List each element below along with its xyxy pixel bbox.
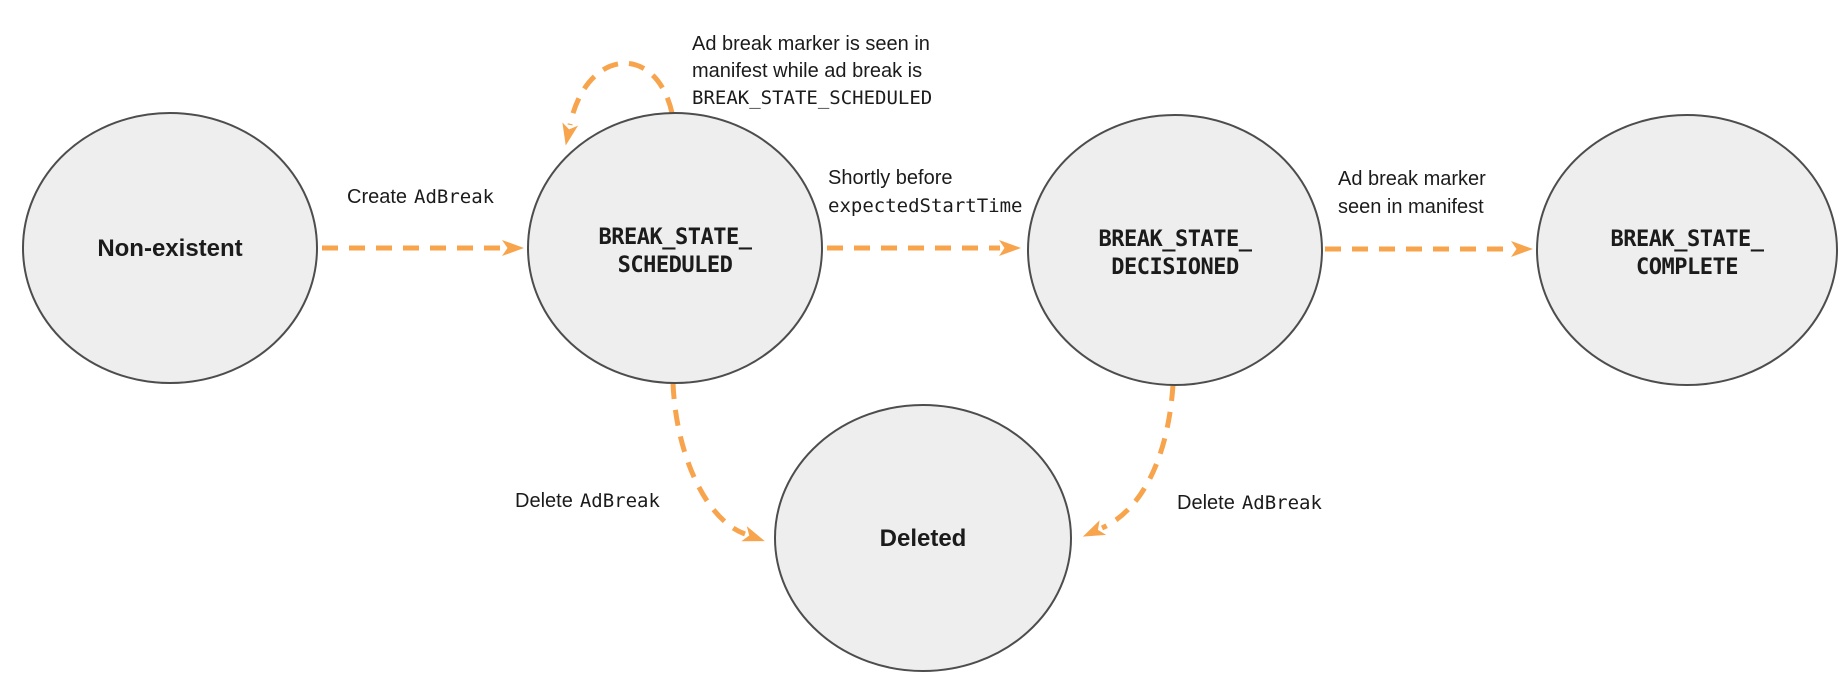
edge-label-self-loop: Ad break marker is seen in manifest whil… bbox=[692, 33, 932, 109]
node-break-state-scheduled-label-line1: BREAK_STATE_ bbox=[599, 225, 753, 250]
node-break-state-decisioned-label-line1: BREAK_STATE_ bbox=[1099, 227, 1253, 252]
node-break-state-decisioned-shape bbox=[1027, 114, 1323, 386]
edge-self-loop-scheduled bbox=[562, 60, 675, 146]
edge-label-to-complete-line2: seen in manifest bbox=[1338, 196, 1484, 218]
edge-label-create-adbreak: Create AdBreak bbox=[347, 186, 495, 208]
edge-label-delete-from-scheduled: Delete AdBreak bbox=[515, 490, 660, 512]
edge-label-delete-decisioned-code: AdBreak bbox=[1242, 492, 1323, 514]
edge-label-to-decisioned-line1: Shortly before bbox=[828, 167, 953, 189]
node-break-state-scheduled: BREAK_STATE_ SCHEDULED bbox=[527, 112, 823, 384]
node-break-state-decisioned: BREAK_STATE_ DECISIONED bbox=[1027, 114, 1323, 386]
node-deleted-shape bbox=[774, 404, 1072, 672]
node-break-state-complete-label-line1: BREAK_STATE_ bbox=[1611, 227, 1765, 252]
node-break-state-complete-shape bbox=[1536, 114, 1838, 386]
edge-label-delete-scheduled-code: AdBreak bbox=[580, 490, 661, 512]
edge-decisioned-to-deleted bbox=[1082, 384, 1176, 537]
edge-label-self-loop-line2: manifest while ad break is bbox=[692, 60, 922, 82]
node-break-state-complete: BREAK_STATE_ COMPLETE bbox=[1536, 114, 1838, 386]
edge-scheduled-to-deleted bbox=[670, 382, 765, 542]
edge-label-to-complete-line1: Ad break marker bbox=[1338, 168, 1486, 190]
node-deleted-label: Deleted bbox=[880, 525, 967, 552]
edge-label-self-loop-line3: BREAK_STATE_SCHEDULED bbox=[692, 87, 932, 109]
node-non-existent-label: Non-existent bbox=[97, 235, 242, 262]
node-break-state-scheduled-shape bbox=[527, 112, 823, 384]
node-break-state-complete-label-line2: COMPLETE bbox=[1636, 255, 1738, 280]
edge-label-self-loop-line1: Ad break marker is seen in bbox=[692, 33, 930, 55]
node-break-state-decisioned-label-line2: DECISIONED bbox=[1111, 255, 1239, 280]
edge-label-create-plain: Create bbox=[347, 186, 407, 208]
edge-label-delete-from-decisioned: Delete AdBreak bbox=[1177, 492, 1322, 514]
edge-label-delete-scheduled-plain: Delete bbox=[515, 490, 573, 512]
edge-label-to-complete: Ad break marker seen in manifest bbox=[1338, 168, 1486, 218]
edge-label-to-decisioned: Shortly before expectedStartTime bbox=[828, 167, 1022, 217]
node-deleted: Deleted bbox=[774, 404, 1072, 672]
node-non-existent-shape bbox=[22, 112, 318, 384]
node-non-existent: Non-existent bbox=[22, 112, 318, 384]
edge-label-to-decisioned-line2: expectedStartTime bbox=[828, 195, 1022, 217]
node-break-state-scheduled-label-line2: SCHEDULED bbox=[618, 253, 733, 278]
edge-label-delete-decisioned-plain: Delete bbox=[1177, 492, 1235, 514]
edge-label-create-code: AdBreak bbox=[414, 186, 495, 208]
